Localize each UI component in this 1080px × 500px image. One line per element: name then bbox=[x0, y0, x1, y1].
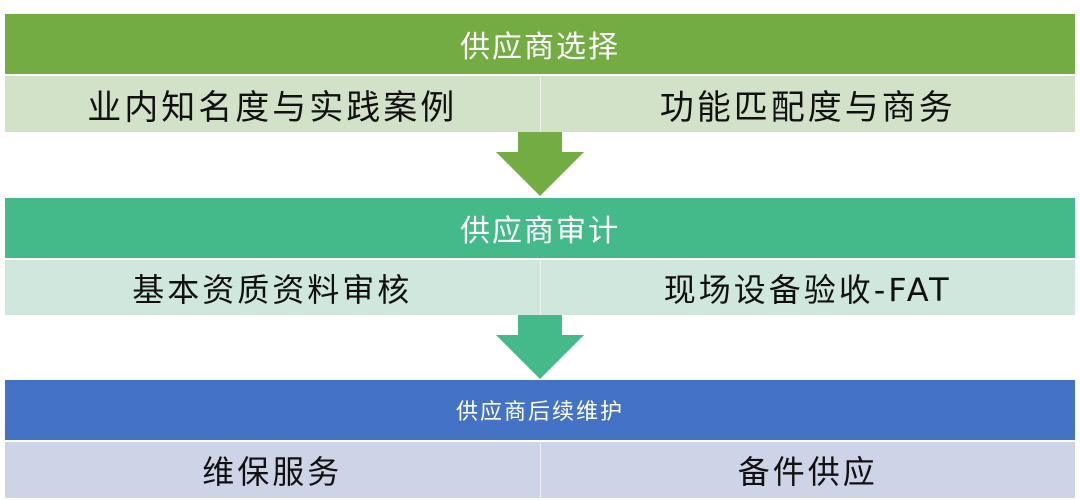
down-arrow-icon bbox=[496, 315, 584, 379]
stage-3-item-1: 维保服务 bbox=[5, 442, 540, 498]
stage-3-items: 维保服务 备件供应 bbox=[5, 442, 1075, 498]
stage-2-item-1: 基本资质资料审核 bbox=[5, 260, 540, 315]
stage-1-items: 业内知名度与实践案例 功能匹配度与商务 bbox=[5, 76, 1075, 132]
stage-2-item-2: 现场设备验收-FAT bbox=[539, 260, 1075, 315]
stage-1-header: 供应商选择 bbox=[5, 14, 1075, 74]
down-arrow-icon bbox=[496, 132, 584, 196]
stage-1-item-1: 业内知名度与实践案例 bbox=[5, 76, 540, 132]
stage-3-title: 供应商后续维护 bbox=[455, 400, 624, 425]
stage-1-title: 供应商选择 bbox=[460, 30, 620, 65]
stage-2-header: 供应商审计 bbox=[5, 198, 1075, 258]
stage-2-items: 基本资质资料审核 现场设备验收-FAT bbox=[5, 260, 1075, 315]
stage-3-item-2: 备件供应 bbox=[539, 442, 1075, 498]
stage-2-title: 供应商审计 bbox=[460, 214, 620, 249]
stage-3-header: 供应商后续维护 bbox=[5, 380, 1075, 440]
stage-1-item-2: 功能匹配度与商务 bbox=[539, 76, 1075, 132]
